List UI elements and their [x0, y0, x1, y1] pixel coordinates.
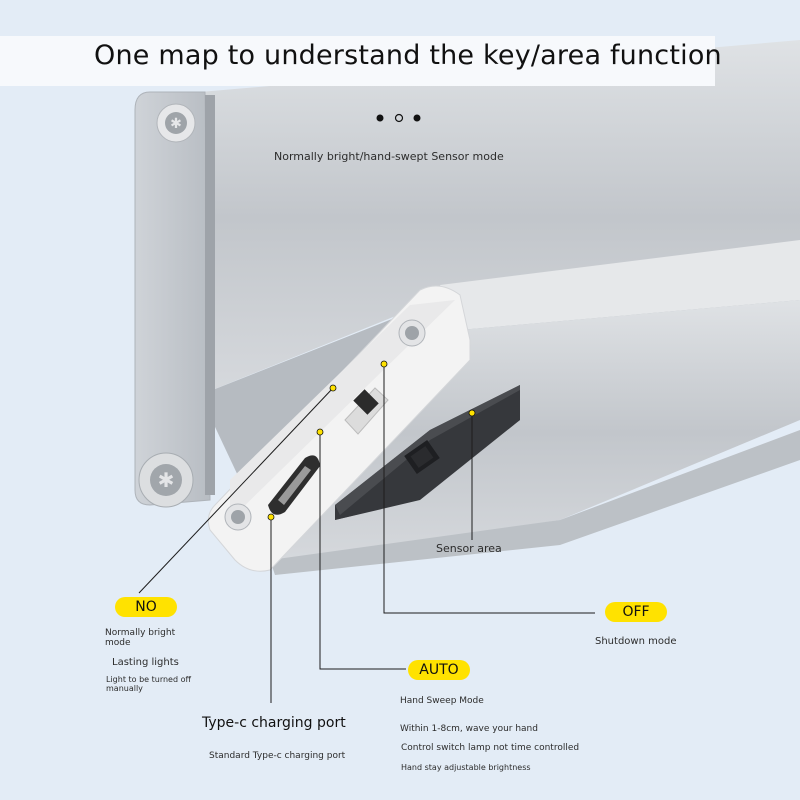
pager-dots [376, 113, 421, 123]
no-lasting: Lasting lights [112, 657, 179, 668]
screw [398, 319, 426, 347]
callout-markers [267, 360, 476, 521]
title-banner: One map to understand the key/area funct… [0, 36, 722, 86]
no-desc-line: mode [105, 638, 131, 648]
svg-text:✱: ✱ [158, 468, 175, 492]
no-note-line: manually [106, 684, 143, 693]
mode-caption: Normally bright/hand-swept Sensor mode [274, 150, 504, 163]
no-note-line: Light to be turned off [106, 675, 191, 684]
typec-label: Type-c charging port [202, 715, 346, 731]
auto-brightness: Hand stay adjustable brightness [401, 763, 531, 772]
auto-range: Within 1-8cm, wave your hand [400, 724, 538, 734]
screw: ✱ [138, 452, 194, 508]
auto-mode: Hand Sweep Mode [400, 696, 484, 706]
mode-switch [344, 387, 389, 435]
no-note: Light to be turned off manually [106, 675, 191, 693]
auto-badge: AUTO [408, 660, 470, 680]
no-desc-line: Normally bright [105, 628, 176, 638]
svg-text:✱: ✱ [170, 116, 182, 132]
off-desc: Shutdown mode [595, 636, 677, 647]
type-c-port [268, 455, 320, 515]
auto-control: Control switch lamp not time controlled [401, 743, 580, 753]
no-desc: Normally bright mode [105, 628, 175, 648]
sensor-window [404, 439, 440, 475]
no-badge: NO [115, 597, 177, 617]
page-title: One map to understand the key/area funct… [94, 40, 722, 71]
typec-caption: Standard Type-c charging port [209, 751, 346, 761]
sensor-area-caption: Sensor area [436, 542, 502, 555]
off-badge: OFF [605, 602, 667, 622]
leader-lines [138, 364, 595, 703]
screw [224, 503, 252, 531]
screw: ✱ [156, 103, 196, 143]
